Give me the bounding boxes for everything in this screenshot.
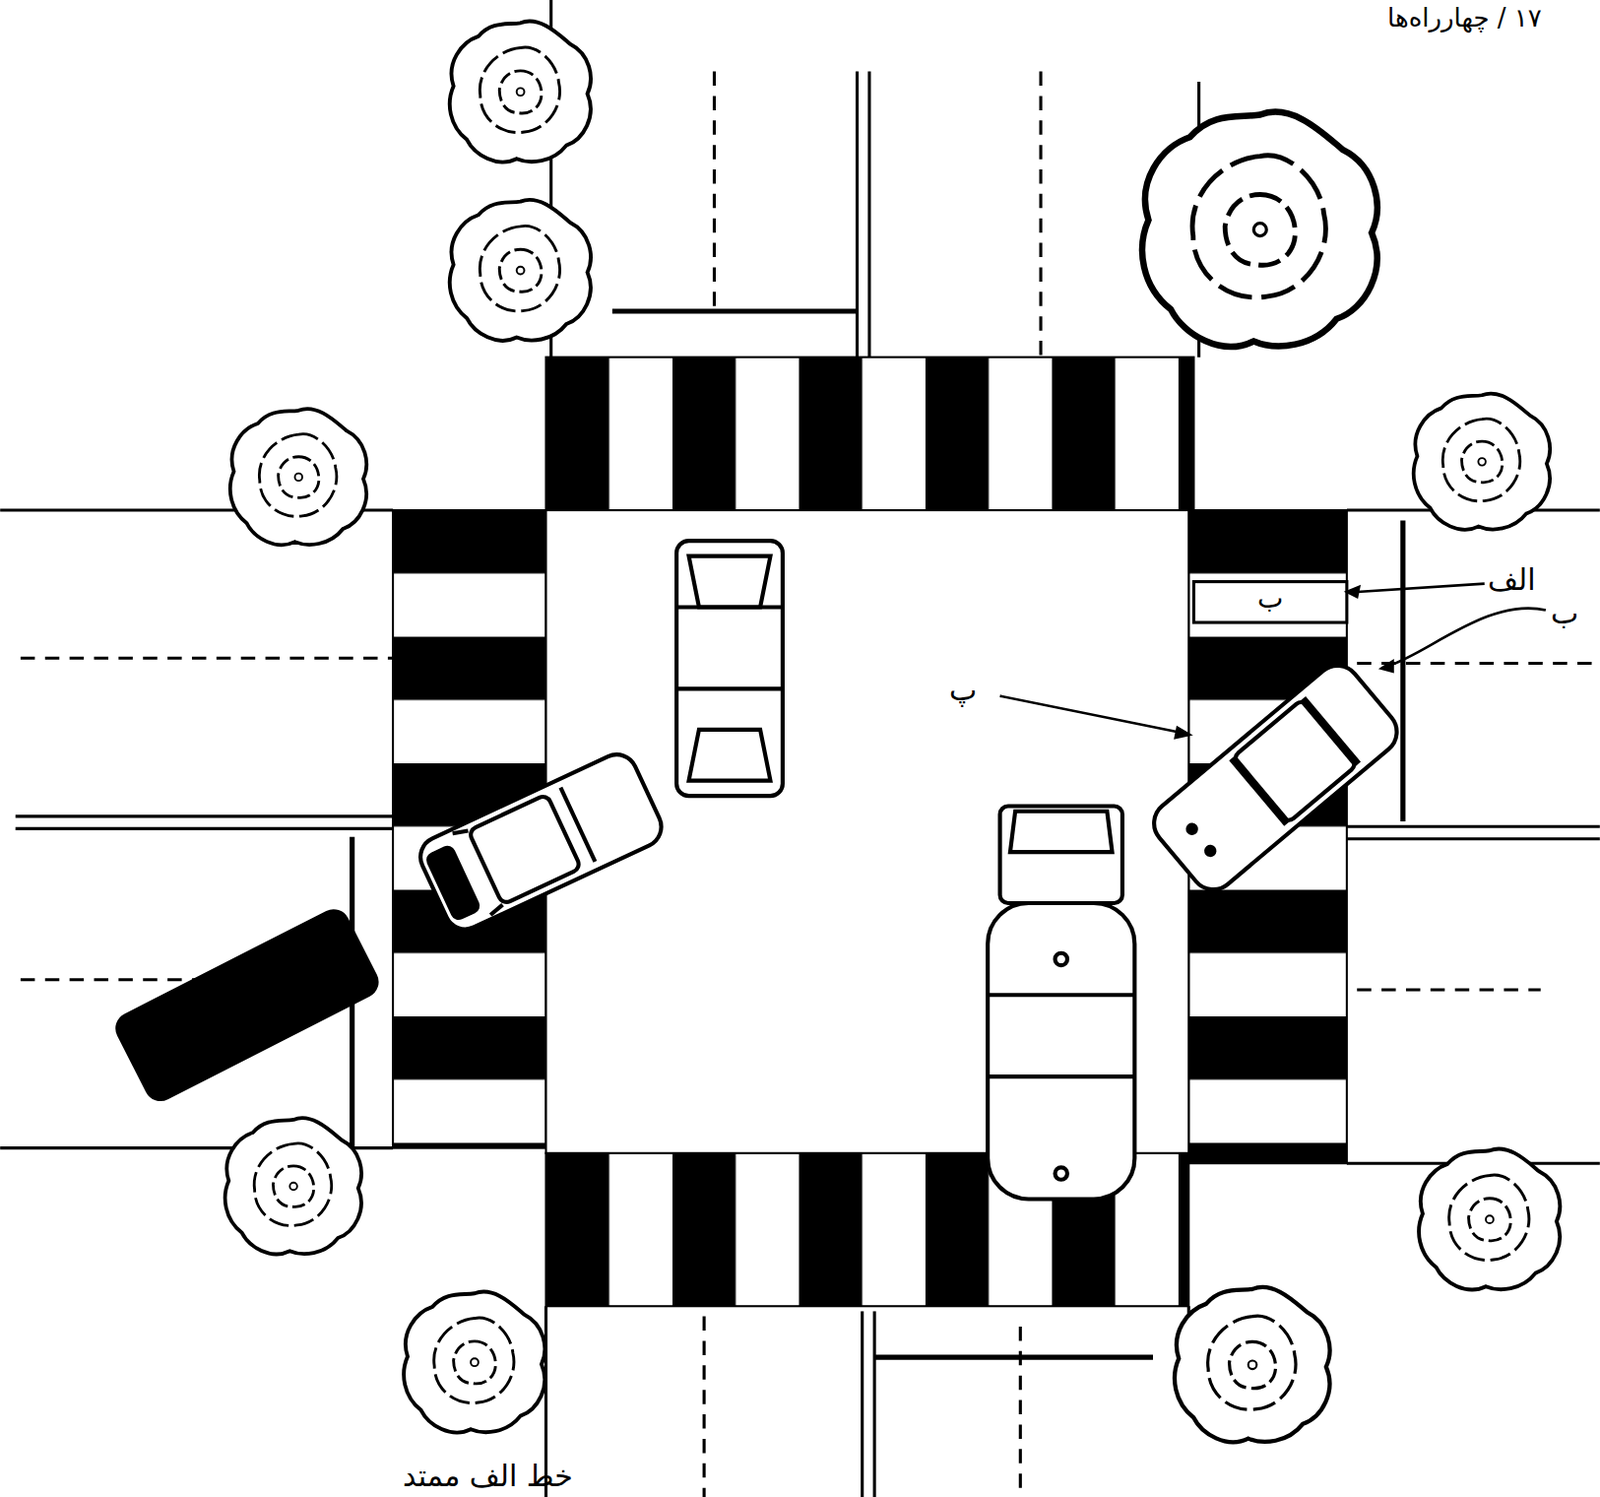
- line-note: خط الف ممتد: [402, 1459, 574, 1492]
- page-header: ۱۷ / چهارراه‌ها: [1387, 3, 1542, 33]
- callout-letter: پ: [949, 673, 977, 706]
- callout-letter: ب: [1550, 596, 1579, 630]
- callout-letter: ب: [1255, 583, 1285, 615]
- callout-letter: الف: [1487, 563, 1536, 596]
